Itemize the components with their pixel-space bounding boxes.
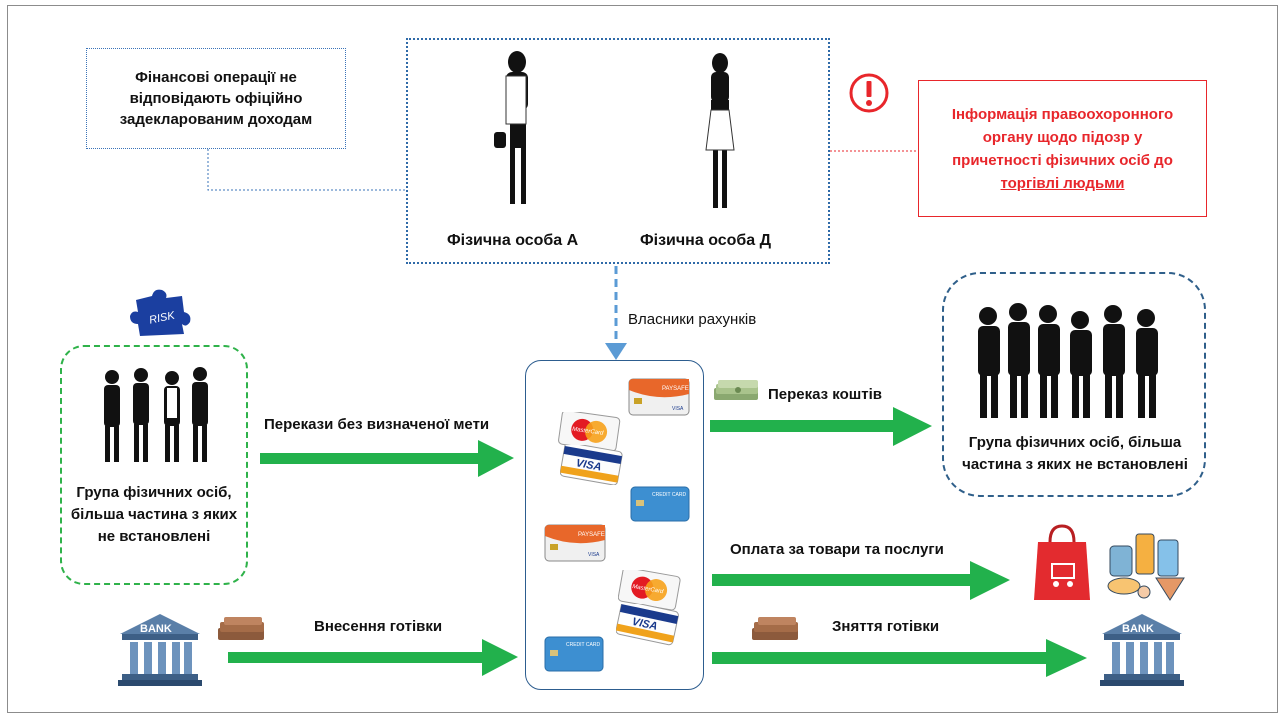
svg-text:CREDIT CARD: CREDIT CARD — [652, 492, 686, 498]
bank-left-icon: BANK — [118, 614, 202, 686]
payment-arrow-shaft — [712, 574, 974, 586]
human-trafficking-text: торгівлі людьми — [1000, 174, 1125, 192]
money-stack-icon — [714, 380, 758, 400]
payment-arrow-head — [970, 561, 1010, 600]
law-enforcement-text: Інформація правоохоронного органу щодо п… — [951, 105, 1174, 169]
shopping-goods-icon — [1034, 524, 1185, 601]
right-group-box — [942, 272, 1206, 497]
transfer-in-arrow-shaft — [260, 453, 482, 464]
right-group-text: Група фізичних осіб, більша частина з як… — [962, 434, 1188, 473]
transfer-in-arrow-head — [478, 440, 514, 477]
financial-operations-box: Фінансові операції не відповідають офіці… — [86, 48, 346, 149]
alert-exclamation-icon — [849, 73, 889, 113]
svg-text:PAYSAFE: PAYSAFE — [662, 386, 689, 392]
credit-card-icon-2: CREDIT CARD — [544, 636, 604, 672]
withdraw-arrow-shaft — [712, 652, 1050, 664]
transfer-out-arrow-shaft — [710, 420, 897, 432]
svg-text:PAYSAFE: PAYSAFE — [578, 532, 605, 538]
left-group-people-icon — [104, 367, 208, 462]
person-a-label: Фізична особа А — [447, 232, 579, 249]
law-enforcement-box: Інформація правоохоронного органу щодо п… — [918, 80, 1207, 217]
person-d-label: Фізична особа Д — [640, 232, 772, 249]
svg-text:BANK: BANK — [140, 623, 172, 635]
payment-goods-label: Оплата за товари та послуги — [730, 541, 944, 558]
credit-card-icon-1: CREDIT CARD — [630, 486, 690, 522]
mastercard-card-icon-2: MasterCard — [618, 570, 681, 610]
transfers-no-purpose-label: Перекази без визначеної мети — [264, 416, 490, 433]
svg-text:MasterCard: MasterCard — [572, 427, 605, 437]
svg-text:BANK: BANK — [1122, 623, 1154, 635]
visa-card-icon: VISA — [560, 445, 623, 485]
svg-text:VISA: VISA — [631, 616, 659, 633]
woman-a-silhouette-icon — [494, 51, 528, 204]
money-transfer-label: Переказ коштів — [768, 386, 882, 403]
risk-text: RISK — [148, 310, 176, 327]
deposit-arrow-head — [482, 639, 518, 676]
left-group-box — [60, 345, 248, 585]
owners-arrow-head — [605, 343, 627, 360]
paysafe-card-icon-2: PAYSAFE VISA — [544, 524, 606, 562]
fin-connector-line — [207, 149, 406, 191]
woman-d-silhouette-icon — [705, 53, 735, 208]
svg-text:MasterCard: MasterCard — [632, 584, 665, 595]
withdraw-arrow-head — [1046, 639, 1087, 677]
mastercard-card-icon: MasterCard — [558, 412, 621, 452]
cash-withdrawal-label: Зняття готівки — [832, 618, 940, 635]
svg-text:VISA: VISA — [672, 406, 684, 412]
accounts-box — [525, 360, 704, 690]
deposit-arrow-shaft — [228, 652, 486, 663]
svg-text:CREDIT CARD: CREDIT CARD — [566, 642, 600, 648]
cash-deposit-label: Внесення готівки — [314, 618, 443, 635]
cash-bricks-icon-2 — [752, 617, 798, 640]
account-owners-label: Власники рахунків — [628, 311, 757, 328]
risk-puzzle-icon: RISK — [130, 289, 191, 336]
transfer-out-arrow-head — [893, 407, 932, 446]
right-group-people-icon — [978, 303, 1158, 418]
svg-text:VISA: VISA — [588, 552, 600, 558]
svg-text:VISA: VISA — [575, 457, 602, 473]
left-group-text: Група фізичних осіб, більша частина з як… — [70, 484, 238, 545]
visa-card-icon-2: VISA — [616, 604, 679, 646]
financial-operations-text: Фінансові операції не відповідають офіці… — [119, 69, 313, 128]
paysafe-card-icon: PAYSAFE VISA — [628, 378, 690, 416]
diagram-frame — [7, 5, 1278, 713]
persons-box — [406, 38, 830, 264]
cash-bricks-icon — [218, 617, 264, 640]
bank-right-icon: BANK — [1100, 614, 1184, 686]
